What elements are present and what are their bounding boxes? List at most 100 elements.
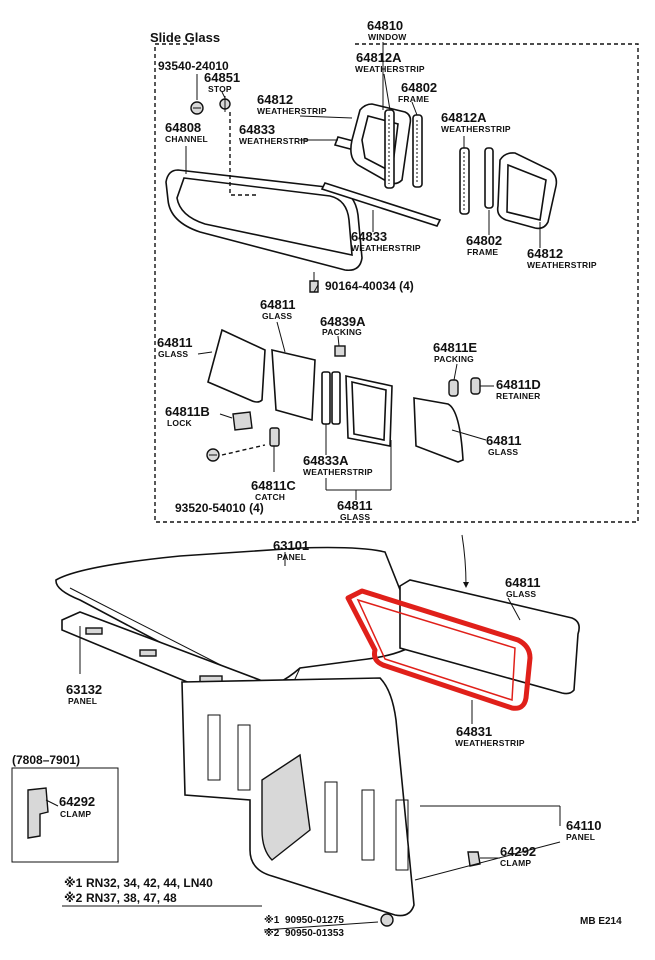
label-64831: 64831 [456,724,492,739]
label-64802-1: 64802 [401,80,437,95]
label-64812a-2-name: WEATHERSTRIP [441,124,511,134]
slide-glass-group: Slide Glass [150,30,639,523]
weatherstrip-64831 [345,588,533,711]
label-93540: 93540-24010 [158,59,229,73]
label-64811-4: 64811 [337,498,372,513]
label-64811-5: 64811 [505,575,540,590]
glass-64811-left [207,328,266,403]
stop-64851-icon [219,96,231,112]
back-panel-64110 [181,677,415,927]
label-63132: 63132 [66,682,102,697]
label-64811c-name: CATCH [255,492,285,502]
label-64811-3: 64811 [486,433,521,448]
label-64811e: 64811E [433,340,477,355]
label-64811b: 64811B [165,404,210,419]
label-64292-1-name: CLAMP [60,809,91,819]
weatherstrip-64831-highlight [345,588,533,711]
glass-64811-mid [271,348,316,422]
label-64811-4-name: GLASS [340,512,370,522]
label-64802-2: 64802 [466,233,502,248]
date-range: (7808–7901) [12,753,80,767]
label-64812a-2: 64812A [441,110,487,125]
label-64292-2-name: CLAMP [500,858,531,868]
label-64833-1: 64833 [239,122,275,137]
label-64802-2-name: FRAME [467,247,498,257]
frame-64802-right [484,147,494,209]
label-64808: 64808 [165,120,201,135]
label-64833a-name: WEATHERSTRIP [303,467,373,477]
label-64808-name: CHANNEL [165,134,208,144]
label-90164: 90164-40034 (4) [325,279,414,293]
label-63101: 63101 [273,538,309,553]
label-64839a-name: PACKING [322,327,362,337]
weatherstrip-64833a [321,371,341,425]
callout-labels: 64810 WINDOW 93540-24010 64851 STOP 6481… [12,18,622,939]
glass-64811-rear [399,579,580,695]
bolt-note-1-mark: ※1 [264,914,280,926]
glass-64811-right [413,397,464,463]
glass-64811-center [345,375,393,447]
label-64292-2: 64292 [500,844,536,859]
label-64851-name: STOP [208,84,232,94]
weatherstrip-64812a-right [459,147,470,215]
model-note-1-mark: ※1 [64,876,83,890]
label-64811-2: 64811 [157,335,192,350]
bolt-93540-icon [190,101,204,115]
bolt-note-2: 90950-01353 [285,928,344,939]
label-64839a: 64839A [320,314,366,329]
label-93520: 93520-54010 (4) [175,501,264,515]
weatherstrip-64812-right [496,152,558,230]
label-64811-1-name: GLASS [262,311,292,321]
roof-panel-63101 [55,546,421,691]
weatherstrip-64812-upper [350,103,412,185]
label-64811b-name: LOCK [167,418,193,428]
label-64812-2-name: WEATHERSTRIP [527,260,597,270]
model-note-2: RN37, 38, 47, 48 [86,891,177,905]
label-63101-name: PANEL [277,552,306,562]
label-64812-1-name: WEATHERSTRIP [257,106,327,116]
retainer-64811d-icon [470,377,481,395]
label-64811-3-name: GLASS [488,447,518,457]
model-note-1: RN32, 34, 42, 44, LN40 [86,876,213,890]
label-64851: 64851 [204,70,240,85]
label-64811c: 64811C [251,478,296,493]
label-64831-name: WEATHERSTRIP [455,738,525,748]
clamp-64292-main-icon [467,851,481,867]
label-64292-1: 64292 [59,794,95,809]
figure-code: MB E214 [580,916,622,927]
label-64812a-1: 64812A [356,50,402,65]
label-63132-name: PANEL [68,696,97,706]
leader-lines [45,42,561,881]
label-64811-2-name: GLASS [158,349,188,359]
lock-64811b-icon [232,411,253,431]
frame-64802-upper [384,109,423,189]
label-64833-1-name: WEATHERSTRIP [239,136,309,146]
catch-64811c-icon [269,427,280,447]
label-64833a: 64833A [303,453,349,468]
slide-glass-title: Slide Glass [150,30,220,45]
label-64833-2-name: WEATHERSTRIP [351,243,421,253]
bolt-note-1: 90950-01275 [285,915,344,926]
model-note-2-mark: ※2 [64,891,83,905]
label-64110-name: PANEL [566,832,595,842]
label-64811-5-name: GLASS [506,589,536,599]
label-64812-2: 64812 [527,246,563,261]
label-64811-1: 64811 [260,297,295,312]
label-64811d-name: RETAINER [496,391,540,401]
packing-64811e-icon [448,379,459,397]
bolt-note-2-mark: ※2 [264,927,280,939]
label-64812-1: 64812 [257,92,293,107]
label-64810: 64810 [367,18,403,33]
channel-64808 [165,169,363,272]
label-64812a-1-name: WEATHERSTRIP [355,64,425,74]
label-64811e-name: PACKING [434,354,474,364]
weatherstrip-64833-lower [320,182,442,227]
label-64110: 64110 [566,818,601,833]
packing-64839a-icon [334,345,346,357]
label-64802-1-name: FRAME [398,94,429,104]
screw-93520-icon [206,448,220,462]
label-64833-2: 64833 [351,229,387,244]
label-64811d: 64811D [496,377,541,392]
clamp-inset-box [11,767,119,863]
